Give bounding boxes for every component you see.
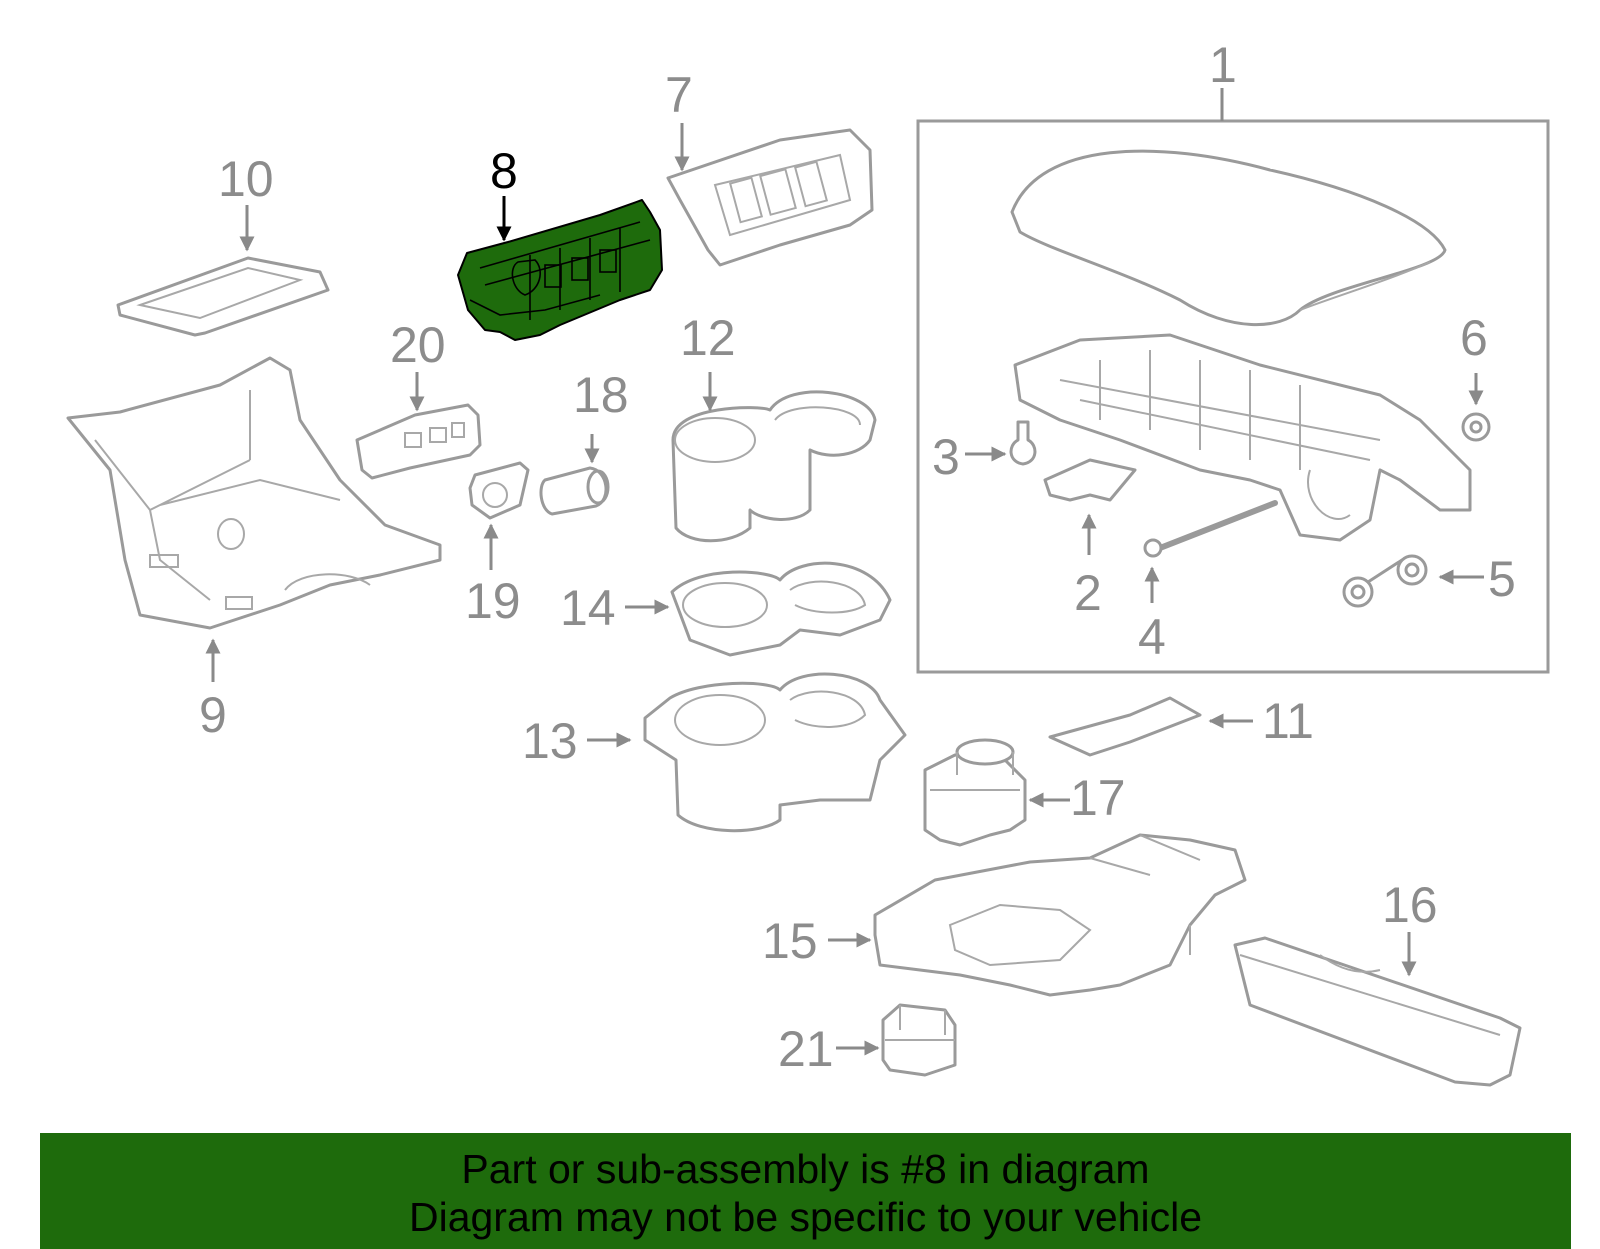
banner-line-disclaimer: Diagram may not be specific to your vehi… [408, 1194, 1202, 1240]
part-5-spring [1342, 554, 1484, 608]
part-4-pin [1143, 500, 1278, 603]
part-20-switch-block [355, 372, 482, 480]
callout-11: 11 [1262, 693, 1314, 749]
part-21-switch [836, 1003, 957, 1077]
callout-1: 1 [1209, 37, 1237, 93]
part-18-outlet [539, 434, 610, 516]
part-16-storage-tray [1233, 932, 1522, 1087]
armrest-base [1013, 333, 1472, 542]
part-15-shifter-bezel [828, 833, 1247, 997]
banner-line-part-info: Part or sub-assembly is #8 in diagram [461, 1146, 1150, 1192]
callout-6: 6 [1460, 310, 1488, 366]
part-10-tray-mat [116, 205, 330, 337]
callout-7: 7 [665, 67, 693, 123]
callout-10: 10 [218, 151, 274, 207]
part-1-assembly-box [916, 88, 1550, 674]
part-19-outlet-bezel [468, 461, 530, 570]
callout-20: 20 [390, 317, 446, 373]
callout-16: 16 [1382, 877, 1438, 933]
callout-19: 19 [465, 573, 521, 629]
callout-17: 17 [1070, 770, 1126, 826]
info-banner: Part or sub-assembly is #8 in diagram Di… [40, 1133, 1571, 1249]
callout-12: 12 [680, 310, 736, 366]
part-2-bracket [1043, 458, 1137, 555]
callout-18: 18 [573, 367, 629, 423]
part-6-nut [1461, 373, 1491, 442]
part-8-switch-panel-highlighted [457, 196, 663, 341]
callout-9: 9 [199, 687, 227, 743]
part-7-trim-plate [666, 123, 874, 267]
callout-2: 2 [1074, 565, 1102, 621]
part-11-pad [1048, 696, 1253, 757]
callout-5: 5 [1488, 551, 1516, 607]
callout-13: 13 [522, 713, 578, 769]
callout-21: 21 [778, 1021, 834, 1077]
parts-diagram: 1 2 3 4 5 6 7 8 9 10 11 12 13 14 15 16 1… [66, 37, 1550, 1087]
part-14-cup-insert [625, 561, 892, 657]
callout-15: 15 [762, 913, 818, 969]
part-17-control-knob [923, 738, 1070, 847]
part-12-cup-holder [671, 372, 877, 543]
callout-14: 14 [560, 580, 616, 636]
callout-4: 4 [1138, 609, 1166, 665]
part-3-clip [965, 420, 1037, 466]
callout-3: 3 [932, 429, 960, 485]
callout-8: 8 [490, 143, 518, 199]
armrest-lid [1010, 149, 1447, 326]
part-9-console-body [66, 356, 442, 682]
part-13-cup-base [587, 672, 907, 833]
